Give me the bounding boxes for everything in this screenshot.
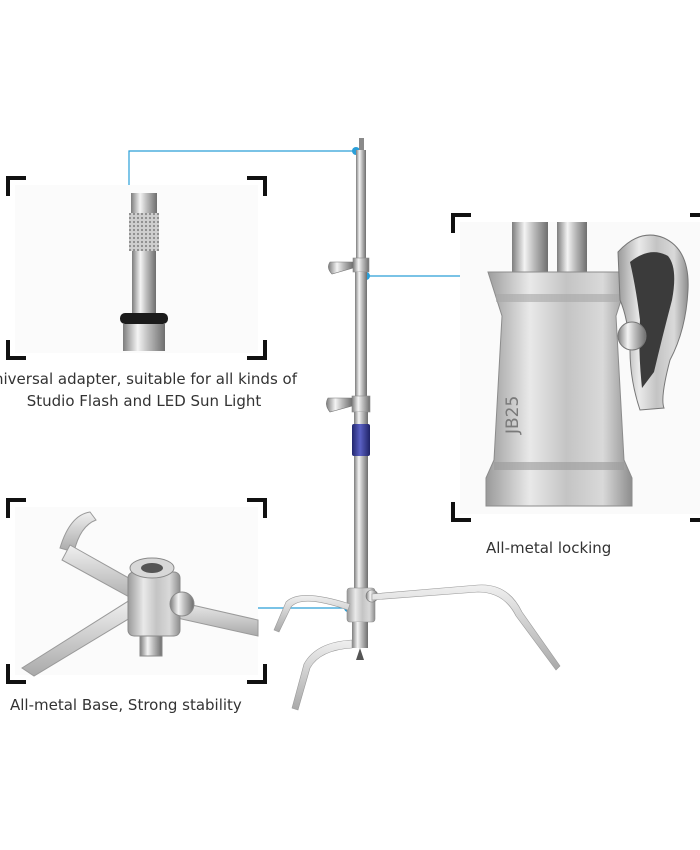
adapter-image bbox=[15, 185, 258, 353]
caption-adapter-line2: Studio Flash and LED Sun Light bbox=[26, 392, 262, 410]
caption-adapter-line1: niversal adapter, suitable for all kinds… bbox=[0, 370, 297, 388]
knob-engraving: JB25 bbox=[503, 396, 523, 435]
callout-adapter bbox=[128, 150, 356, 188]
c-stand bbox=[273, 138, 561, 711]
bracket-frame-adapter bbox=[6, 176, 267, 360]
bracket-frame-locking bbox=[451, 213, 700, 522]
callout-lines bbox=[128, 150, 460, 609]
caption-all-metal-locking: All-metal locking bbox=[486, 539, 612, 557]
caption-universal-adapter: niversal adapter, suitable for all kinds… bbox=[0, 368, 297, 412]
caption-all-metal-base: All-metal Base, Strong stability bbox=[10, 696, 242, 714]
base-image bbox=[15, 507, 259, 677]
locking-knob-image: JB25 bbox=[460, 222, 700, 514]
bracket-frame-base bbox=[6, 498, 267, 684]
